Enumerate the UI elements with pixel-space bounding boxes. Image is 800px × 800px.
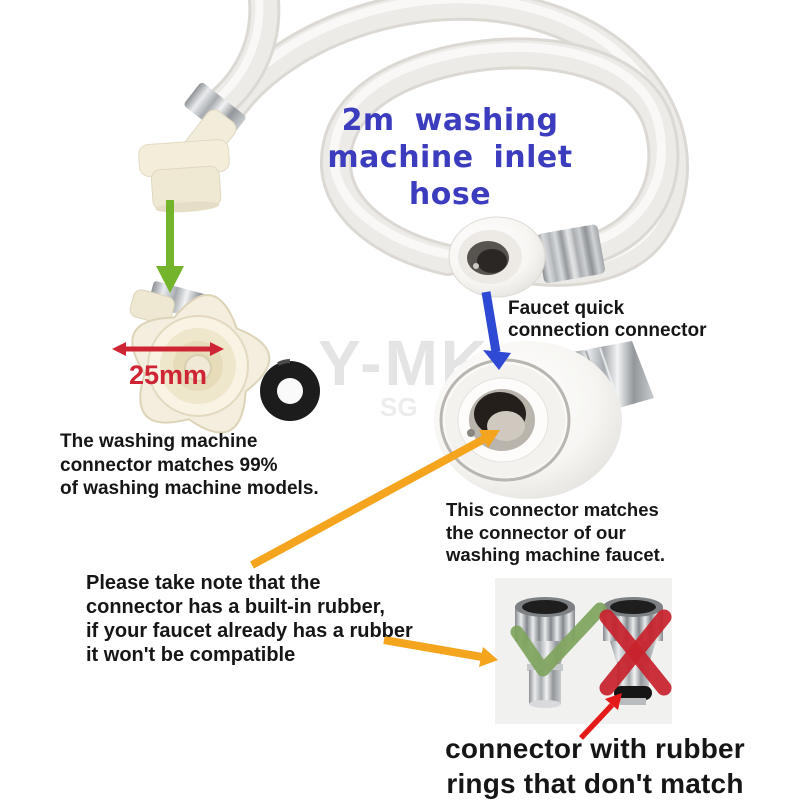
this-connector-note: This connector matches the connector of … xyxy=(446,499,665,567)
diameter-arrow-icon xyxy=(112,342,224,356)
green-arrow-icon xyxy=(156,200,184,293)
label-line: connection connector xyxy=(508,320,707,341)
quick-connector-photo xyxy=(434,341,654,499)
check-icon xyxy=(510,602,607,677)
title-line: 2m washing xyxy=(341,103,559,138)
rubber-washer-photo xyxy=(260,359,320,421)
bottom-caption: connector with rubber rings that don't m… xyxy=(420,731,770,800)
faucet-quick-label: Faucet quick connection connector xyxy=(508,298,706,342)
machine-connector-photo xyxy=(129,281,271,434)
caption-line: connector with rubber xyxy=(445,733,745,764)
note-line: connector has a built-in rubber, xyxy=(86,596,385,618)
watermark-region: SG xyxy=(380,392,418,422)
label-line: Faucet quick xyxy=(508,298,625,319)
note-line: the connector of our xyxy=(446,521,626,543)
title-line: machine inlet hose xyxy=(327,140,573,212)
hose-photo xyxy=(208,0,689,287)
note-line: washing machine faucet. xyxy=(446,544,665,565)
note-line: if your faucet already has a rubber xyxy=(86,620,413,642)
orange-arrow-1-icon xyxy=(250,430,500,569)
note-line: connector matches 99% xyxy=(60,454,278,476)
note-line: Please take note that the xyxy=(86,572,321,594)
blue-arrow-icon xyxy=(481,291,511,370)
note-line: This connector matches xyxy=(446,499,659,520)
cross-icon xyxy=(599,609,672,696)
note-line: The washing machine xyxy=(60,431,258,452)
built-in-rubber-note: Please take note that the connector has … xyxy=(86,571,413,667)
diameter-label: 25mm xyxy=(129,360,207,390)
caption-line: rings that don't match xyxy=(446,768,744,799)
washing-machine-match-note: The washing machine connector matches 99… xyxy=(60,430,319,501)
note-line: it won't be compatible xyxy=(86,644,296,666)
orange-arrow-2-icon xyxy=(383,636,498,667)
note-line: of washing machine models. xyxy=(60,478,319,499)
machine-end-connector-photo xyxy=(138,82,246,213)
product-title: 2m washing machine inlet hose xyxy=(285,102,615,213)
hose-coupler-photo xyxy=(448,216,605,298)
red-arrow-icon xyxy=(578,693,622,740)
